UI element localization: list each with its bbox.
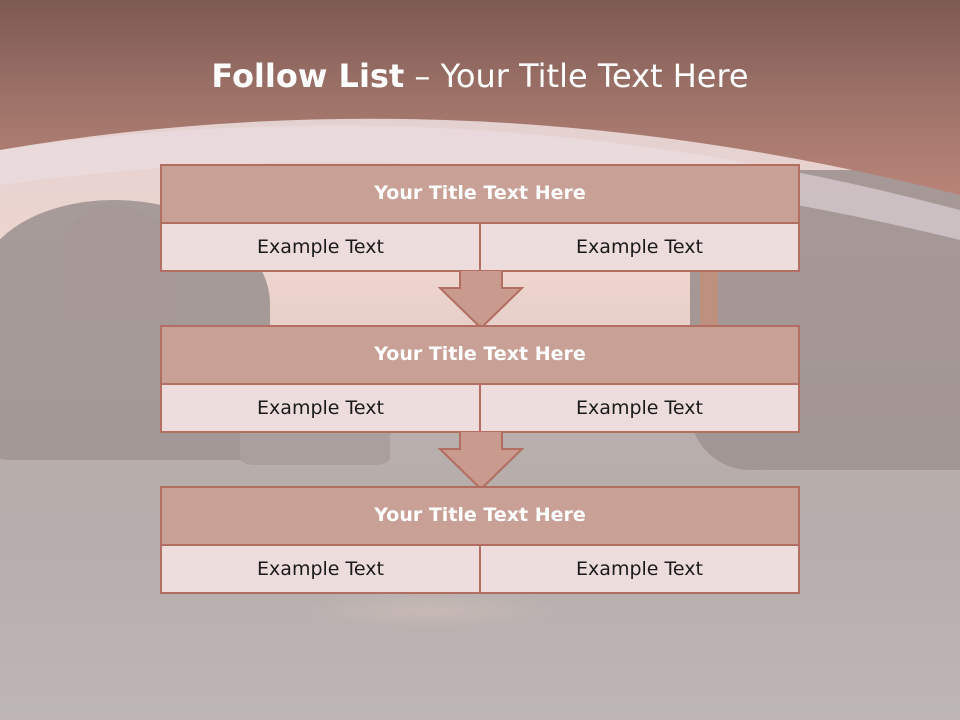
stage-row: Example Text Example Text (162, 546, 798, 592)
stage-row: Example Text Example Text (162, 385, 798, 431)
header-band (0, 0, 960, 240)
stage-title: Your Title Text Here (162, 488, 798, 546)
down-arrow-icon (438, 270, 524, 330)
header-wave-light (0, 125, 960, 240)
rock-right-sunlit-edge (700, 260, 718, 340)
stage-title: Your Title Text Here (162, 166, 798, 224)
stage-row: Example Text Example Text (162, 224, 798, 270)
stage-box-1: Your Title Text Here Example Text Exampl… (160, 164, 800, 272)
stage-cell-left: Example Text (162, 224, 479, 270)
stage-cell-right: Example Text (479, 385, 798, 431)
stage-cell-left: Example Text (162, 385, 479, 431)
slide-title-bold: Follow List (211, 57, 405, 95)
slide-title-rest: – Your Title Text Here (404, 57, 749, 95)
sea-shimmer (300, 590, 560, 630)
stage-cell-right: Example Text (479, 546, 798, 592)
stage-box-2: Your Title Text Here Example Text Exampl… (160, 325, 800, 433)
stage-box-3: Your Title Text Here Example Text Exampl… (160, 486, 800, 594)
stage-cell-right: Example Text (479, 224, 798, 270)
slide-title: Follow List – Your Title Text Here (0, 54, 960, 98)
stage-cell-left: Example Text (162, 546, 479, 592)
down-arrow-icon (438, 431, 524, 491)
header-wave-fill (0, 0, 960, 195)
stage-title: Your Title Text Here (162, 327, 798, 385)
